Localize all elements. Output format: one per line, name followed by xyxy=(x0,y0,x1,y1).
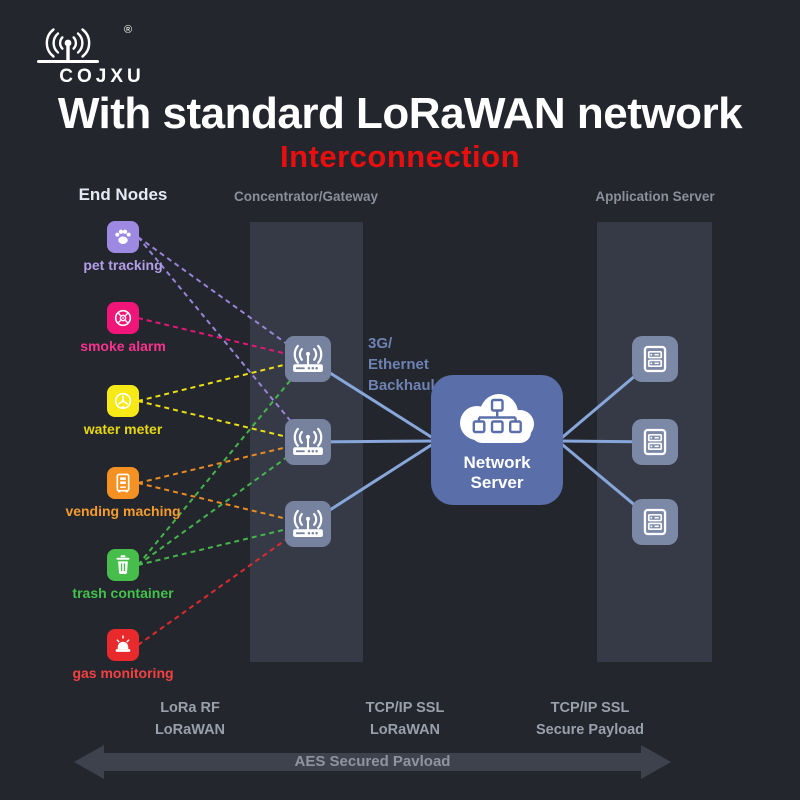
smoke-alarm-label: smoke alarm xyxy=(80,338,166,354)
backhaul-line-1: 3G/ xyxy=(368,335,393,352)
pet-tracking-label: pet tracking xyxy=(83,257,163,273)
end-node-water-meter: water meter xyxy=(40,385,206,437)
router-icon xyxy=(293,509,323,537)
protocol-label-tcpip-lorawan: TCP/IP SSL LoRaWAN xyxy=(315,697,495,741)
smoke-alarm-tile xyxy=(107,302,139,334)
protocol-line: LoRa RF xyxy=(160,700,220,716)
router-icon xyxy=(293,427,323,455)
end-node-smoke-alarm: smoke alarm xyxy=(40,302,206,354)
end-node-trash-container: trash container xyxy=(40,549,206,601)
gateway-tile-2 xyxy=(285,419,331,465)
router-icon xyxy=(293,344,323,372)
app-server-tile-3 xyxy=(632,499,678,545)
vending-machine-label: vending maching xyxy=(65,503,181,519)
trash-container-tile xyxy=(107,549,139,581)
double-arrow-icon xyxy=(74,745,671,779)
pet-tracking-tile xyxy=(107,221,139,253)
trash-can-icon xyxy=(116,555,130,574)
protocol-line: LoRaWAN xyxy=(369,722,441,738)
app-server-tile-1 xyxy=(632,336,678,382)
water-meter-label: water meter xyxy=(83,421,163,437)
protocol-label-tcpip-secure: TCP/IP SSL Secure Payload xyxy=(500,697,680,741)
registered-trademark: ® xyxy=(124,24,133,36)
antenna-waves-icon xyxy=(37,28,99,63)
vending-machine-icon xyxy=(116,473,130,493)
cloud-network-icon xyxy=(460,394,534,443)
protocol-line: LoRaWAN xyxy=(154,722,226,738)
gas-monitoring-label: gas monitoring xyxy=(72,665,174,681)
server-rack-icon xyxy=(643,428,667,456)
gas-monitoring-tile xyxy=(107,629,139,661)
siren-icon xyxy=(115,635,131,652)
protocol-line: Secure Payload xyxy=(536,722,644,738)
water-meter-icon xyxy=(114,392,132,410)
server-rack-icon xyxy=(643,508,667,536)
aes-secured-label: AES Secured Pavload xyxy=(294,753,451,770)
app-server-tile-2 xyxy=(632,419,678,465)
smoke-detector-icon xyxy=(114,309,132,327)
backhaul-line-2: Ethernet xyxy=(368,356,429,373)
page-title: With standard LoRaWAN network xyxy=(57,89,743,138)
brand-name: COJXU xyxy=(59,66,145,87)
gateway-tile-3 xyxy=(285,501,331,547)
end-node-vending-machine: vending maching xyxy=(40,467,206,519)
trash-container-label: trash container xyxy=(72,585,174,601)
protocol-line: TCP/IP SSL xyxy=(365,700,445,716)
network-server-label: Network Server xyxy=(463,453,531,492)
brand-logo: ® COJXU xyxy=(34,14,170,87)
gateway-header: Concentrator/Gateway xyxy=(233,189,379,204)
protocol-label-lora: LoRa RF LoRaWAN xyxy=(100,697,280,741)
page-subtitle: Interconnection xyxy=(279,139,520,174)
application-server-header: Application Server xyxy=(595,189,715,204)
end-node-pet-tracking: pet tracking xyxy=(40,221,206,273)
protocol-line: TCP/IP SSL xyxy=(550,700,630,716)
network-server-box: Network Server xyxy=(431,375,563,505)
end-node-gas-monitoring: gas monitoring xyxy=(40,629,206,681)
paw-icon xyxy=(115,229,131,244)
gateway-tile-1 xyxy=(285,336,331,382)
server-rack-icon xyxy=(643,345,667,373)
end-nodes-header: End Nodes xyxy=(78,185,168,204)
aes-secured-arrow: AES Secured Pavload xyxy=(74,744,671,780)
water-meter-tile xyxy=(107,385,139,417)
vending-machine-tile xyxy=(107,467,139,499)
